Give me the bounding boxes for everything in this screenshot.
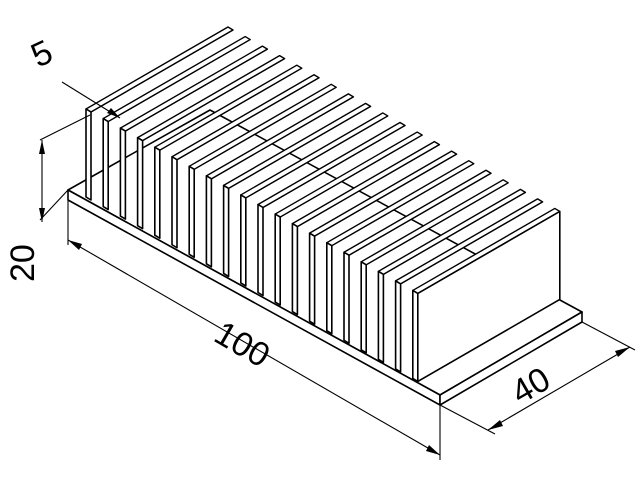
fin-front xyxy=(240,194,247,287)
fin-front xyxy=(343,251,350,345)
fin-front xyxy=(377,270,385,364)
fin-front xyxy=(274,213,282,306)
fin-edge xyxy=(262,125,406,208)
dimension-fin: 5 xyxy=(25,33,121,119)
fin-front xyxy=(171,155,178,249)
fin-front xyxy=(394,280,402,373)
fin-front xyxy=(291,222,299,316)
fin-edge xyxy=(159,67,303,151)
fin-edge xyxy=(348,172,492,256)
end-fin-face xyxy=(416,210,561,383)
width-dimension-label: 40 xyxy=(505,360,557,412)
fin-front xyxy=(325,241,333,335)
fin-dimension-label: 5 xyxy=(25,33,58,75)
fin-edge xyxy=(142,58,285,142)
fin-edge xyxy=(314,153,457,237)
fin-edge xyxy=(383,191,526,275)
fin-edge xyxy=(245,115,389,199)
fin-front xyxy=(188,165,195,259)
fin-edge xyxy=(125,48,268,132)
fin-edge xyxy=(176,77,320,161)
fin-front xyxy=(119,127,127,220)
fin-edge xyxy=(193,86,337,170)
fin-front xyxy=(136,136,144,230)
fin-front xyxy=(222,184,230,278)
fin-edge xyxy=(211,96,354,180)
fin-edge xyxy=(400,201,543,285)
fin-front xyxy=(360,260,368,354)
fin-front xyxy=(308,232,316,325)
heatsink-body xyxy=(67,26,583,406)
fin-front xyxy=(154,146,161,239)
fin-front xyxy=(85,108,92,201)
fin-front xyxy=(257,203,264,297)
fin-front xyxy=(205,175,213,268)
height-dimension-label: 20 xyxy=(4,244,42,282)
length-dimension-label: 100 xyxy=(208,314,276,375)
fin-front xyxy=(102,117,109,211)
fin-group xyxy=(85,26,561,383)
fin-edge xyxy=(331,163,475,247)
fin-edge xyxy=(90,29,234,113)
fin-edge xyxy=(279,134,423,218)
fin-edge xyxy=(297,144,440,228)
fin-edge xyxy=(107,39,251,123)
fin-edge xyxy=(228,105,371,189)
fin-edge xyxy=(365,182,509,266)
dimension-height: 20 xyxy=(4,114,91,282)
